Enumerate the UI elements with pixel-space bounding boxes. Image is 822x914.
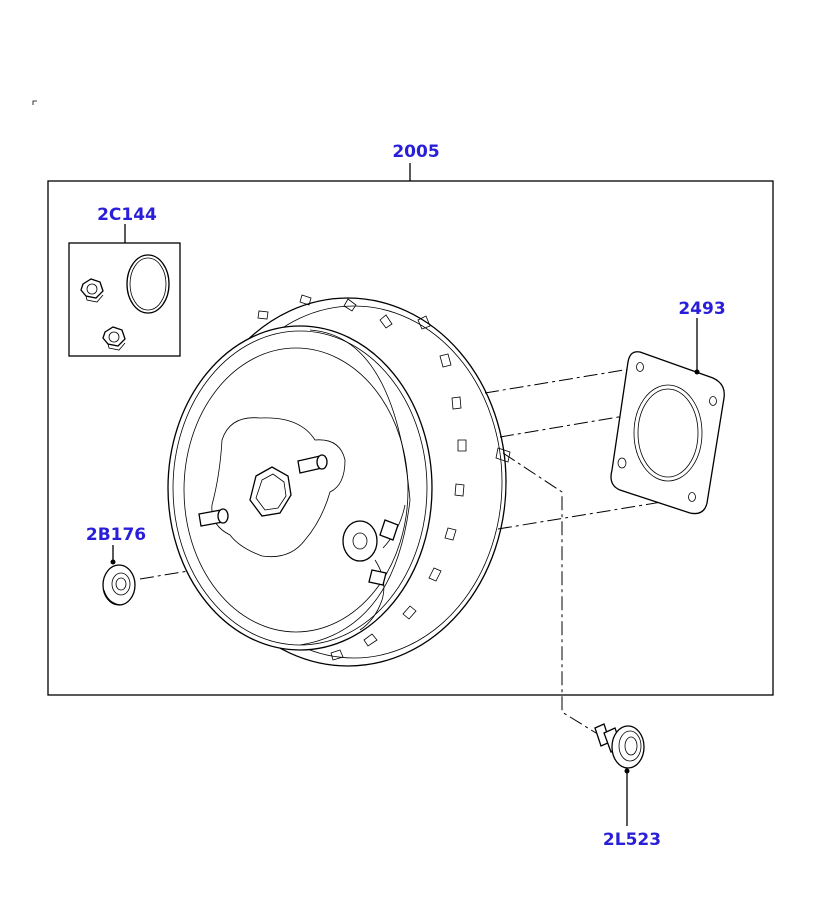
nut-part	[102, 326, 126, 351]
brake-booster-part	[167, 294, 511, 667]
grommet-part	[102, 564, 136, 606]
leader-dot	[694, 369, 700, 375]
gasket-part	[610, 351, 725, 515]
callout-2493[interactable]: 2493	[678, 299, 725, 319]
leader-dot	[624, 768, 630, 774]
nut-part	[80, 278, 104, 303]
leader-dot	[110, 559, 116, 565]
corner-mark	[32, 100, 37, 105]
assembly-line	[502, 452, 597, 734]
callout-2c144[interactable]: 2C144	[97, 205, 157, 225]
callout-2l523[interactable]: 2L523	[603, 830, 661, 850]
o-ring-part	[126, 254, 170, 314]
callout-2b176[interactable]: 2B176	[86, 525, 146, 545]
assembly-line	[484, 366, 643, 394]
callout-2005[interactable]: 2005	[392, 142, 439, 162]
check-valve-part	[594, 723, 645, 769]
